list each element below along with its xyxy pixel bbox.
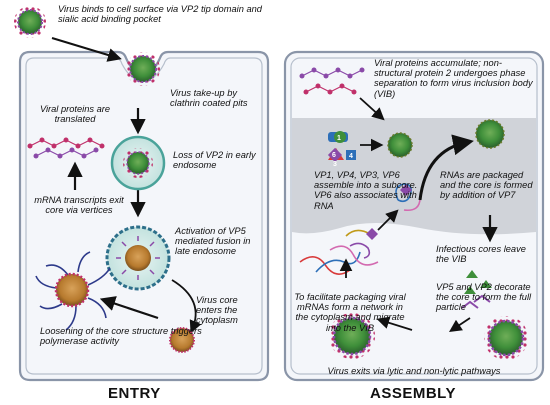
tag-vp4: 4 bbox=[349, 153, 353, 160]
tag-vp1: 1 bbox=[337, 135, 341, 142]
late-endosome bbox=[105, 225, 171, 291]
label-packaged: RNAs are packaged and the core is formed… bbox=[440, 170, 533, 201]
virus-exit-right bbox=[484, 316, 528, 360]
virus-free-top bbox=[14, 6, 46, 38]
protein-chains-entry bbox=[27, 137, 105, 159]
loosened-core-mrna bbox=[35, 251, 111, 331]
subcore-proteins bbox=[327, 131, 356, 163]
label-mrna-exit: mRNA transcripts exit core via vertices bbox=[34, 195, 124, 216]
subcore-particle bbox=[387, 132, 413, 158]
label-activation-vp5: Activation of VP5 mediated fusion in lat… bbox=[175, 226, 251, 257]
loosened-core bbox=[56, 274, 88, 306]
heading-entry: ENTRY bbox=[108, 385, 161, 402]
label-accumulate: Viral proteins accumulate; non-structura… bbox=[374, 58, 533, 99]
label-subcore: VP1, VP4, VP3, VP6 assemble into a subco… bbox=[314, 170, 418, 211]
label-exits: Virus exits via lytic and non-lytic path… bbox=[327, 366, 501, 376]
rna-vp6-complex bbox=[395, 183, 421, 212]
label-take-up: Virus take-up by clathrin coated pits bbox=[170, 88, 248, 109]
label-translated: Viral proteins are translated bbox=[39, 104, 111, 125]
label-decorate: VP5 and VP2 decorate the core to form th… bbox=[436, 282, 532, 313]
tag-vp3: 3 bbox=[333, 161, 337, 168]
label-core-enters: Virus core enters the cytoplasm bbox=[196, 295, 238, 326]
heading-assembly: ASSEMBLY bbox=[370, 385, 456, 402]
virus-bound-membrane bbox=[126, 52, 160, 86]
tag-vp6: 6 bbox=[332, 152, 336, 159]
label-loosening: Loosening of the core structure triggers… bbox=[40, 326, 202, 347]
vp5-vp2-proteins bbox=[461, 270, 492, 309]
early-endosome bbox=[110, 135, 166, 191]
label-packaging: To facilitate packaging viral mRNAs form… bbox=[294, 292, 406, 333]
released-core bbox=[169, 327, 195, 353]
virus-exit-left bbox=[329, 313, 375, 359]
label-loss-vp2: Loss of VP2 in early endosome bbox=[173, 150, 256, 171]
packaged-core bbox=[475, 119, 505, 149]
protein-chains-assembly bbox=[299, 67, 365, 95]
label-virus-binds: Virus binds to cell surface via VP2 tip … bbox=[58, 4, 262, 25]
label-leave-vib: Infectious cores leave the VIB bbox=[436, 244, 526, 265]
